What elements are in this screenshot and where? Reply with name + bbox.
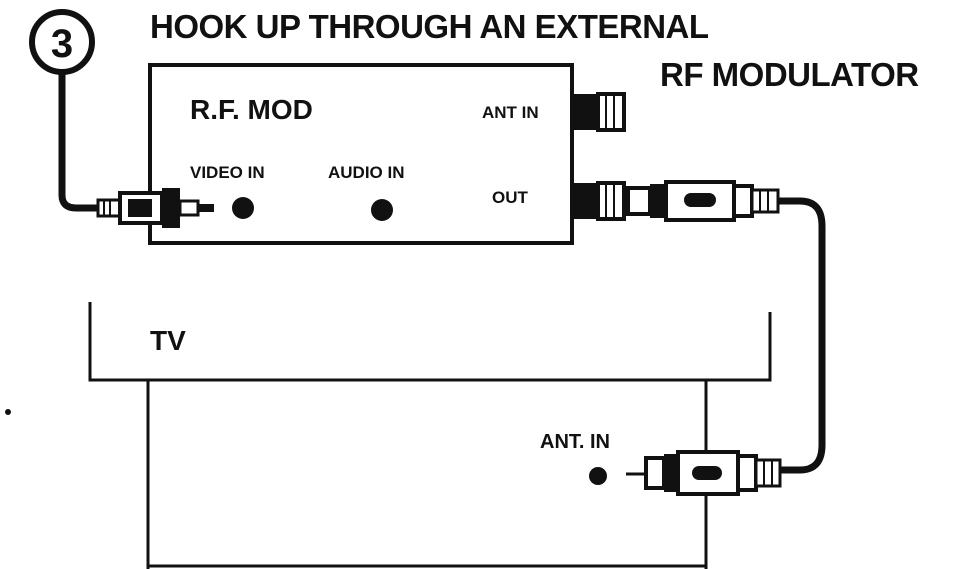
- title-line1: HOOK UP THROUGH AN EXTERNAL: [150, 8, 709, 45]
- coax-cable: [778, 197, 826, 474]
- rf-out-label: OUT: [492, 188, 529, 207]
- tv-label: TV: [150, 325, 186, 356]
- rf-mod-label: R.F. MOD: [190, 94, 313, 125]
- step-number: 3: [51, 22, 73, 66]
- video-rca-plug: [96, 188, 214, 228]
- video-in-label: VIDEO IN: [190, 163, 265, 182]
- video-in-jack: [232, 197, 254, 219]
- step-badge: 3: [29, 9, 95, 75]
- coax-plug-bottom: [644, 450, 782, 496]
- tv-ant-in-label: ANT. IN: [540, 431, 610, 453]
- tv-ant-in-jack: [589, 467, 607, 485]
- audio-in-jack: [371, 199, 393, 221]
- rf-ant-in-connector: [572, 92, 626, 132]
- rf-out-connector: [572, 181, 626, 221]
- audio-in-label: AUDIO IN: [328, 163, 405, 182]
- video-cable: [58, 72, 100, 212]
- coax-plug-top: [626, 180, 780, 222]
- scan-speck: [5, 409, 11, 415]
- rf-ant-in-label: ANT IN: [482, 103, 539, 122]
- rf-mod-box: [148, 63, 574, 245]
- tv-outline: [88, 302, 772, 569]
- title-line2: RF MODULATOR: [660, 56, 919, 93]
